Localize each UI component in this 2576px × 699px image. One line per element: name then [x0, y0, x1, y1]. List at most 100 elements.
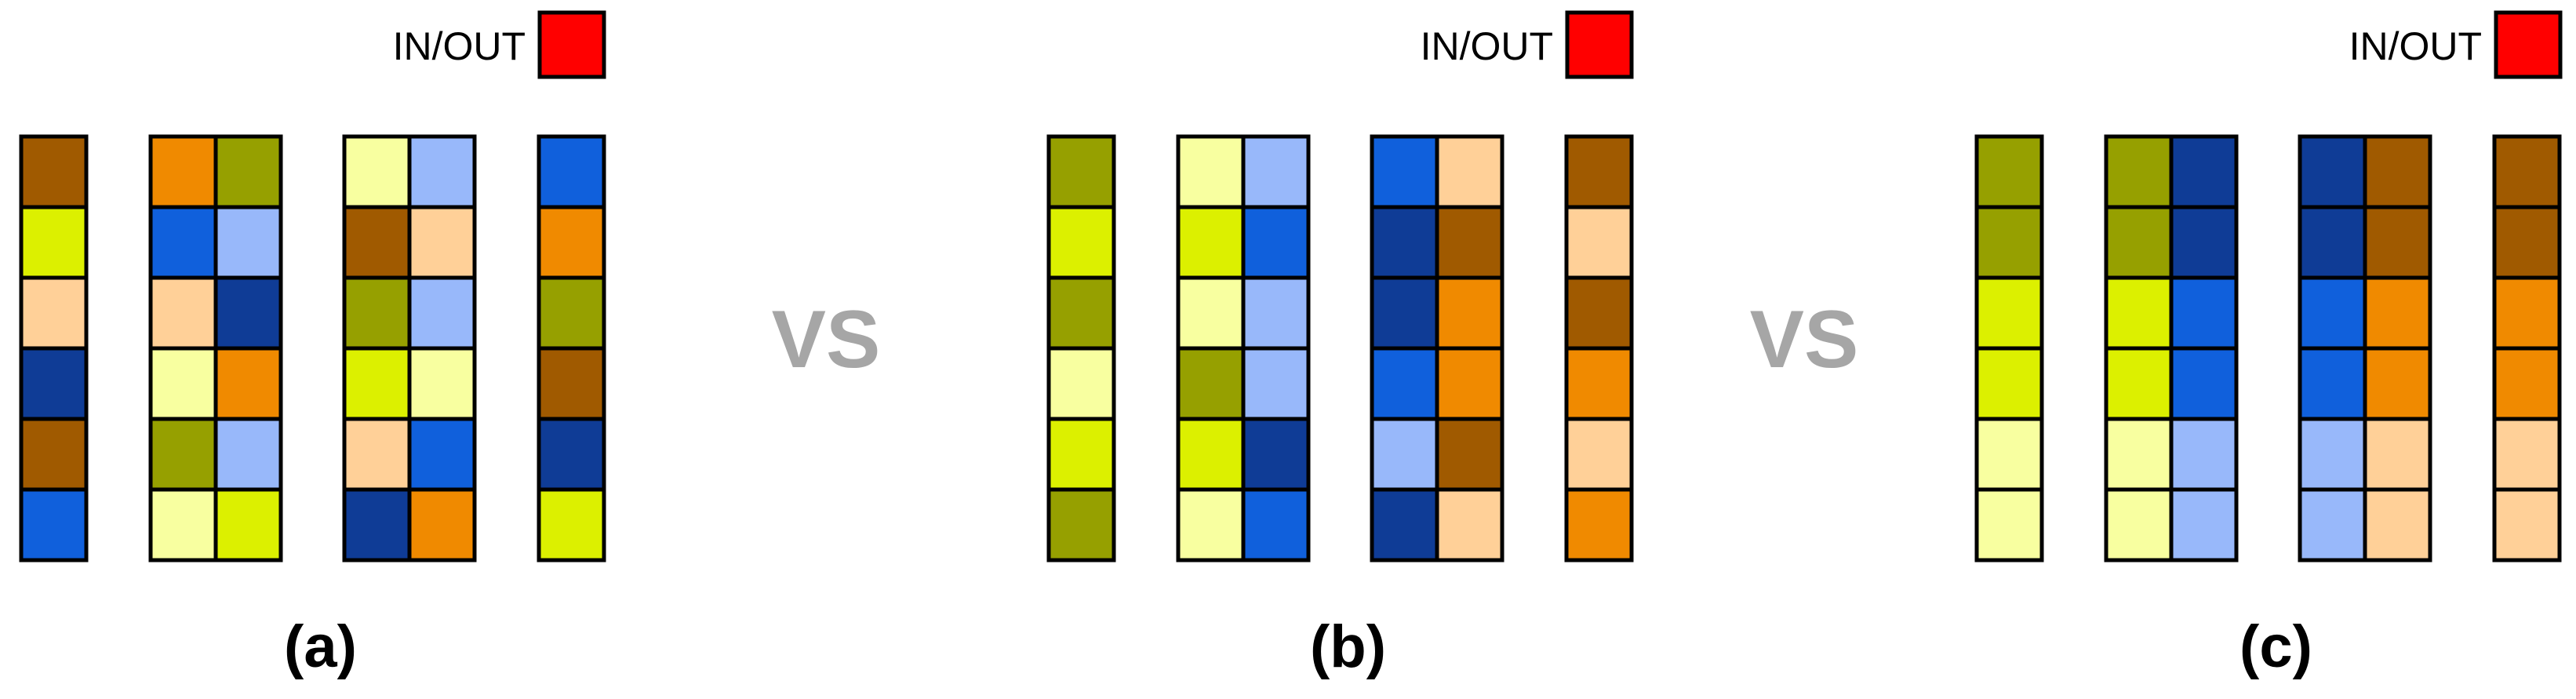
- cell-brown: [19, 417, 89, 492]
- cell-orange: [1435, 346, 1504, 421]
- cell-paleyellow: [2104, 417, 2174, 492]
- cell-navy: [19, 346, 89, 421]
- cell-peach: [148, 275, 218, 351]
- panel-caption: (a): [284, 613, 357, 680]
- cell-blue: [2169, 275, 2239, 351]
- cell-orange: [2363, 275, 2432, 351]
- cell-peach: [407, 205, 477, 280]
- cell-brown: [2492, 205, 2562, 280]
- cell-lime: [1974, 346, 2044, 421]
- cell-olive: [537, 275, 606, 351]
- cell-lime: [1046, 417, 1116, 492]
- block-group-3: [2298, 134, 2432, 562]
- cell-brown: [342, 205, 412, 280]
- block-group-2: [148, 134, 283, 562]
- panel-1: IN/OUT (a): [19, 10, 606, 680]
- cell-paleyellow: [148, 487, 218, 562]
- cell-blue: [19, 487, 89, 562]
- cell-orange: [2492, 346, 2562, 421]
- cell-olive: [213, 134, 283, 209]
- cell-lime: [213, 487, 283, 562]
- panel-2: IN/OUT (b): [1046, 10, 1634, 680]
- cell-navy: [1370, 275, 1439, 351]
- cell-peach: [2363, 417, 2432, 492]
- cell-brown: [19, 134, 89, 209]
- block-group-4: [2492, 134, 2562, 562]
- cell-blue: [1241, 487, 1311, 562]
- cell-blue: [148, 205, 218, 280]
- cell-brown: [1435, 417, 1504, 492]
- cell-lime: [2104, 275, 2174, 351]
- cell-orange: [1564, 346, 1634, 421]
- block-group-1: [1046, 134, 1116, 562]
- cell-olive: [1046, 275, 1116, 351]
- panel-caption: (b): [1310, 613, 1386, 680]
- cell-paleyellow: [342, 134, 412, 209]
- cell-lightblue: [1241, 134, 1311, 209]
- cell-orange: [1564, 487, 1634, 562]
- cell-paleyellow: [1046, 346, 1116, 421]
- cell-peach: [2492, 417, 2562, 492]
- cell-blue: [2298, 275, 2367, 351]
- panel-caption: (c): [2239, 613, 2312, 680]
- cell-lightblue: [2169, 487, 2239, 562]
- cell-orange: [1435, 275, 1504, 351]
- cell-olive: [1974, 134, 2044, 209]
- cell-lightblue: [2298, 417, 2367, 492]
- cell-peach: [1564, 417, 1634, 492]
- cell-lightblue: [2169, 417, 2239, 492]
- vs-label: VS: [772, 294, 881, 385]
- cell-lightblue: [213, 417, 283, 492]
- cell-navy: [2169, 134, 2239, 209]
- cell-peach: [1435, 487, 1504, 562]
- cell-paleyellow: [407, 346, 477, 421]
- cell-lime: [1176, 205, 1246, 280]
- cell-paleyellow: [1176, 275, 1246, 351]
- cell-brown: [1564, 275, 1634, 351]
- cell-olive: [1176, 346, 1246, 421]
- cell-orange: [537, 205, 606, 280]
- vs-label: VS: [1750, 294, 1859, 385]
- inout-label: IN/OUT: [393, 24, 526, 68]
- cell-peach: [342, 417, 412, 492]
- panel-3: IN/OUT(c): [1974, 10, 2563, 680]
- block-group-4: [1564, 134, 1634, 562]
- cell-paleyellow: [148, 346, 218, 421]
- cell-orange: [2363, 346, 2432, 421]
- cell-navy: [2169, 205, 2239, 280]
- cell-orange: [2492, 275, 2562, 351]
- cell-lime: [1176, 417, 1246, 492]
- cell-lightblue: [407, 275, 477, 351]
- block-group-2: [2104, 134, 2239, 562]
- cell-navy: [213, 275, 283, 351]
- cell-blue: [1370, 134, 1439, 209]
- cell-paleyellow: [1974, 417, 2044, 492]
- cell-paleyellow: [1176, 134, 1246, 209]
- cell-lightblue: [2298, 487, 2367, 562]
- block-group-3: [342, 134, 477, 562]
- cell-navy: [537, 417, 606, 492]
- cell-navy: [342, 487, 412, 562]
- cell-navy: [1370, 487, 1439, 562]
- cell-peach: [1435, 134, 1504, 209]
- cell-lime: [537, 487, 606, 562]
- cell-olive: [2104, 134, 2174, 209]
- cell-paleyellow: [1176, 487, 1246, 562]
- cell-lightblue: [213, 205, 283, 280]
- block-group-1: [1974, 134, 2044, 562]
- block-group-4: [537, 134, 606, 562]
- cell-orange: [407, 487, 477, 562]
- cell-navy: [1241, 417, 1311, 492]
- cell-lime: [1974, 275, 2044, 351]
- cell-olive: [1046, 487, 1116, 562]
- cell-olive: [2104, 205, 2174, 280]
- cell-brown: [1435, 205, 1504, 280]
- cell-paleyellow: [2104, 487, 2174, 562]
- inout-label: IN/OUT: [1421, 24, 1553, 68]
- cell-blue: [2298, 346, 2367, 421]
- cell-brown: [537, 346, 606, 421]
- cell-peach: [2363, 487, 2432, 562]
- cell-brown: [2363, 205, 2432, 280]
- cell-blue: [1241, 205, 1311, 280]
